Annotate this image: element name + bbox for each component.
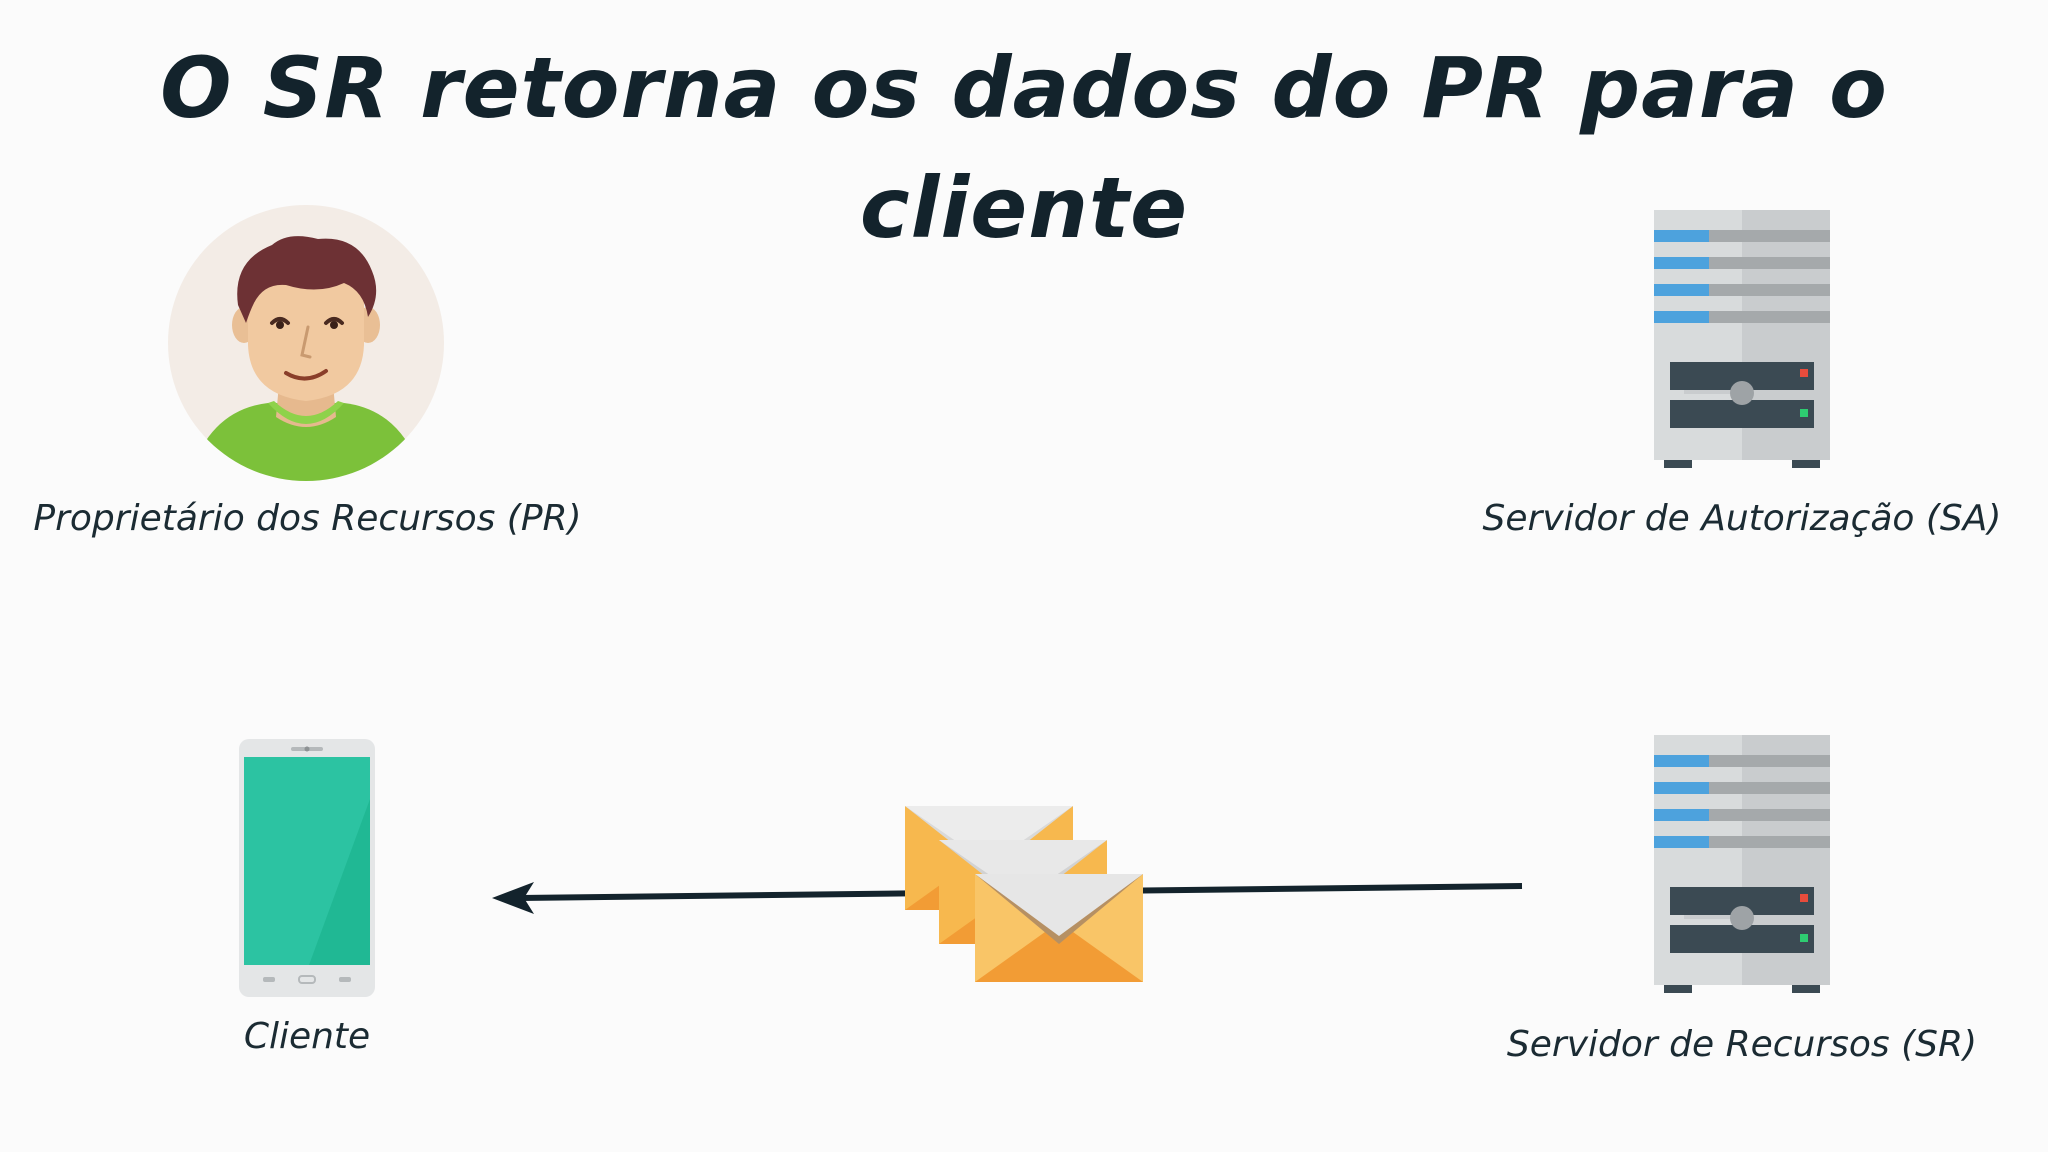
page-title: O SR retorna os dados do PR para o clien… bbox=[160, 39, 1888, 257]
auth-server-node bbox=[1654, 210, 1830, 468]
resource-server-label: Servidor de Recursos (SR) bbox=[1506, 1024, 1978, 1065]
resource-owner-label: Proprietário dos Recursos (PR) bbox=[33, 498, 582, 539]
client-label: Cliente bbox=[243, 1016, 371, 1057]
server-icon bbox=[1654, 735, 1830, 993]
envelopes-icon bbox=[905, 806, 1143, 982]
person-avatar-icon bbox=[168, 205, 444, 481]
server-icon bbox=[1654, 210, 1830, 468]
resource-server-node bbox=[1654, 735, 1830, 993]
client-node bbox=[239, 739, 375, 997]
arrowhead-icon bbox=[492, 882, 534, 914]
smartphone-icon bbox=[239, 739, 375, 997]
envelopes-node bbox=[905, 806, 1143, 982]
auth-server-label: Servidor de Autorização (SA) bbox=[1482, 498, 2002, 539]
resource-owner-node bbox=[168, 205, 444, 481]
